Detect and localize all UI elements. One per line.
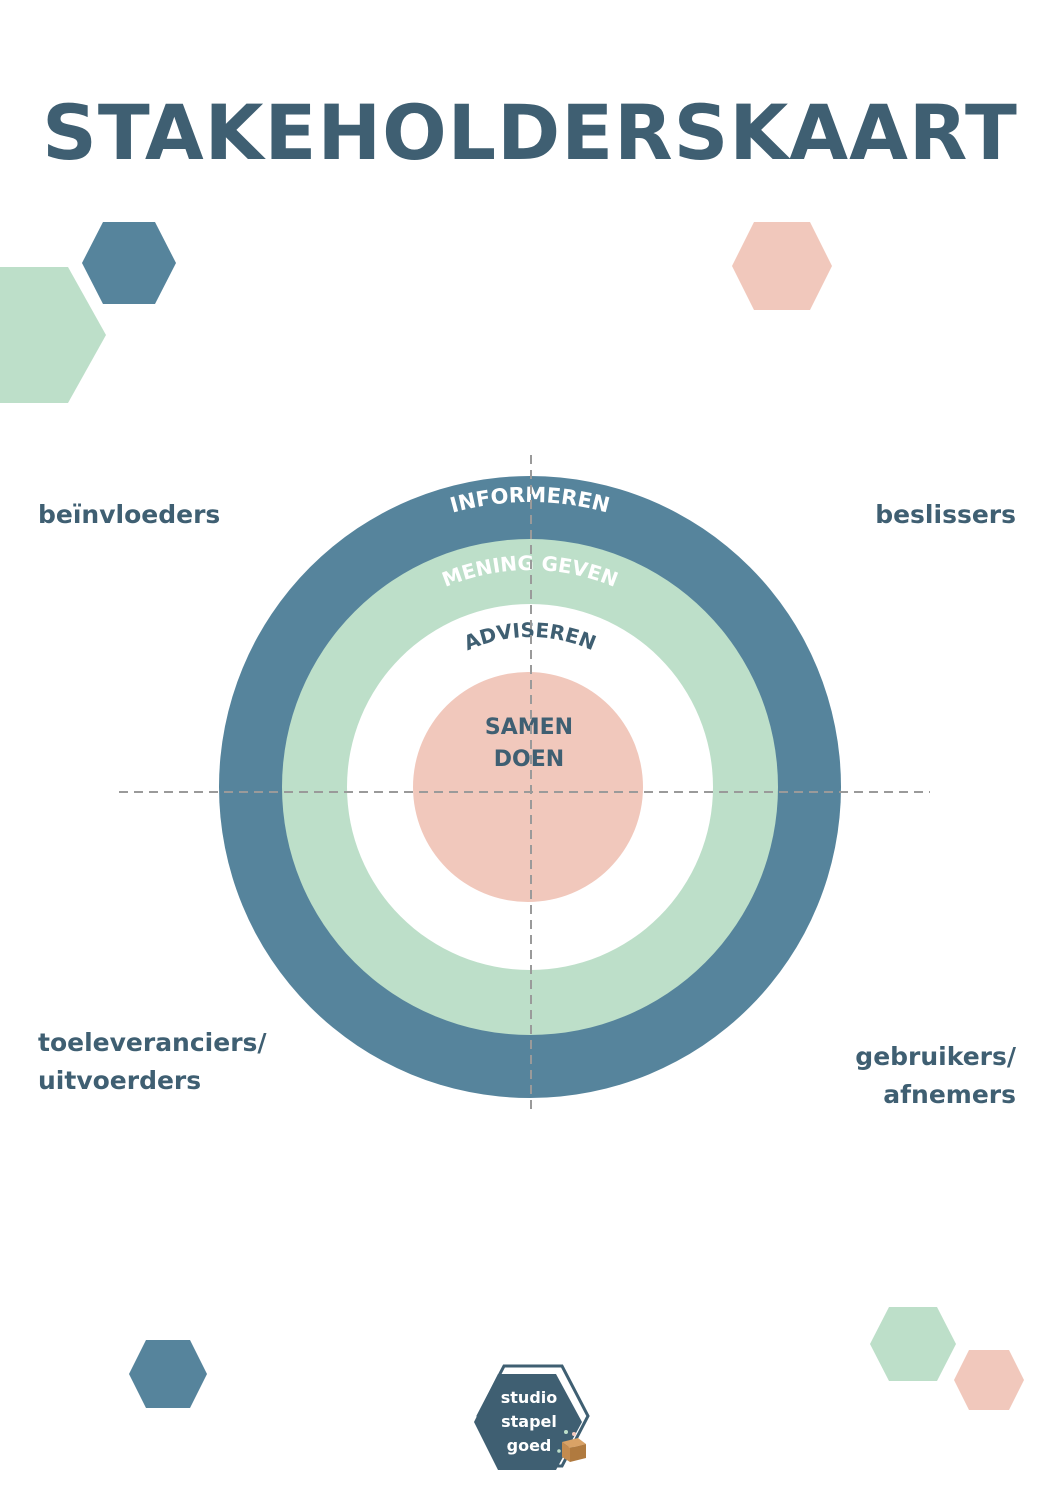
quadrant-label-top-right: beslissers [875, 500, 1016, 529]
quadrant-label-bottom-left: toeleveranciers/ uitvoerders [38, 1028, 267, 1095]
hexagon-decoration-green-left [0, 267, 106, 403]
core-label-line-1: SAMEN [485, 715, 573, 740]
logo-text: studio stapel goed [500, 1388, 558, 1455]
hexagon-decoration-green-bottom-right [870, 1307, 956, 1381]
hexagon-decoration-pink-bottom-right [954, 1350, 1024, 1410]
box-icon [557, 1430, 586, 1462]
studio-stapel-goed-logo [474, 1364, 590, 1470]
page-title: STAKEHOLDERSKAART [42, 88, 1018, 177]
core-circle [413, 672, 643, 902]
quadrant-label-top-left: beïnvloeders [38, 500, 221, 529]
hexagon-decoration-blue-top-left [82, 222, 176, 304]
hexagon-decoration-blue-bottom-left [129, 1340, 207, 1408]
quadrant-label-bottom-right: gebruikers/ afnemers [855, 1042, 1016, 1109]
core-label-line-2: DOEN [494, 747, 564, 772]
hexagon-decoration-pink-top-right [732, 222, 832, 310]
